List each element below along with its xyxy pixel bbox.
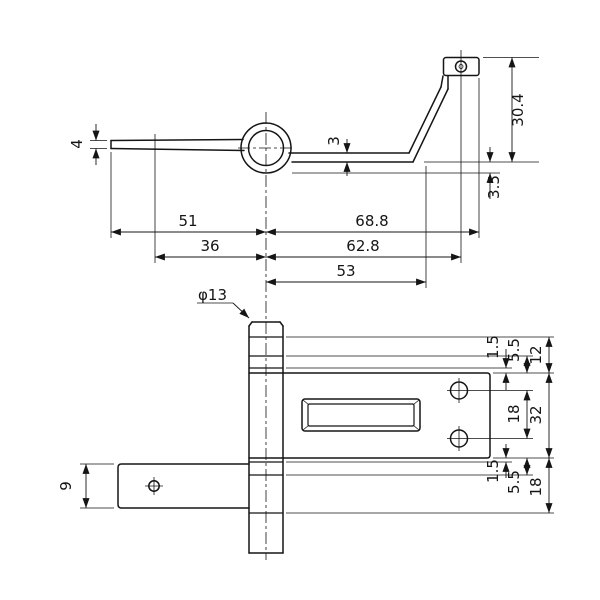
slot-outer [301,398,421,432]
dim-label-span-left: 51 [178,212,197,230]
dim-label-bracket-height: 30.4 [509,93,527,126]
side-view-dimensions: 4 3 30.4 3.5 [68,57,539,199]
neck-left-edge [440,75,444,88]
dim-label-bottom-2: 5.5 [505,470,523,494]
hole-crosshair [145,477,163,495]
dim-label-pin-diameter: φ13 [198,286,227,304]
leaf-bottom-edge [110,147,245,152]
slot-inner [307,403,415,427]
side-view [110,56,480,174]
dim-label-bottom-1: 1.5 [484,459,502,483]
hole-crosshair [447,426,533,451]
dim-label-span-right-inner: 62.8 [346,237,379,255]
bend-outer-edge [408,86,442,154]
dim-label-top-2: 5.5 [505,338,523,362]
ext-line [80,463,114,509]
leader-arrow [232,302,250,319]
pin-chamfers [248,321,284,327]
slot-corner-lines [302,399,420,431]
hole-crosshair [447,378,533,403]
right-dimension-chains: 1.5 5.5 12 18 32 1.5 5.5 18 [286,335,554,514]
bend-inner-edge [412,88,449,163]
dim-label-knuckle-clearance: 3.5 [485,175,503,199]
leaf-top-edge [110,138,244,142]
dim-label-top-1: 1.5 [484,335,502,359]
dim-label-leaf-thickness: 4 [68,139,86,149]
plan-view [117,321,533,554]
horizontal-dimensions: 51 68.8 36 62.8 53 φ13 [110,50,480,560]
dim-label-span-slot: 53 [336,262,355,280]
right-plate-outline [248,372,491,459]
dim-label-bottom-3: 18 [527,477,545,496]
left-plate-outline [117,463,250,509]
dim-label-top-3: 12 [527,345,545,364]
dim-label-mid-1: 18 [505,404,523,423]
dim-label-span-left-inner: 36 [200,237,219,255]
dim-label-plate-thickness: 3 [325,136,343,146]
dim-label-span-right: 68.8 [355,212,388,230]
dim-label-left-plate-height: 9 [57,481,75,491]
dim-label-mid-2: 32 [527,405,545,424]
left-dimension: 9 [57,463,114,509]
